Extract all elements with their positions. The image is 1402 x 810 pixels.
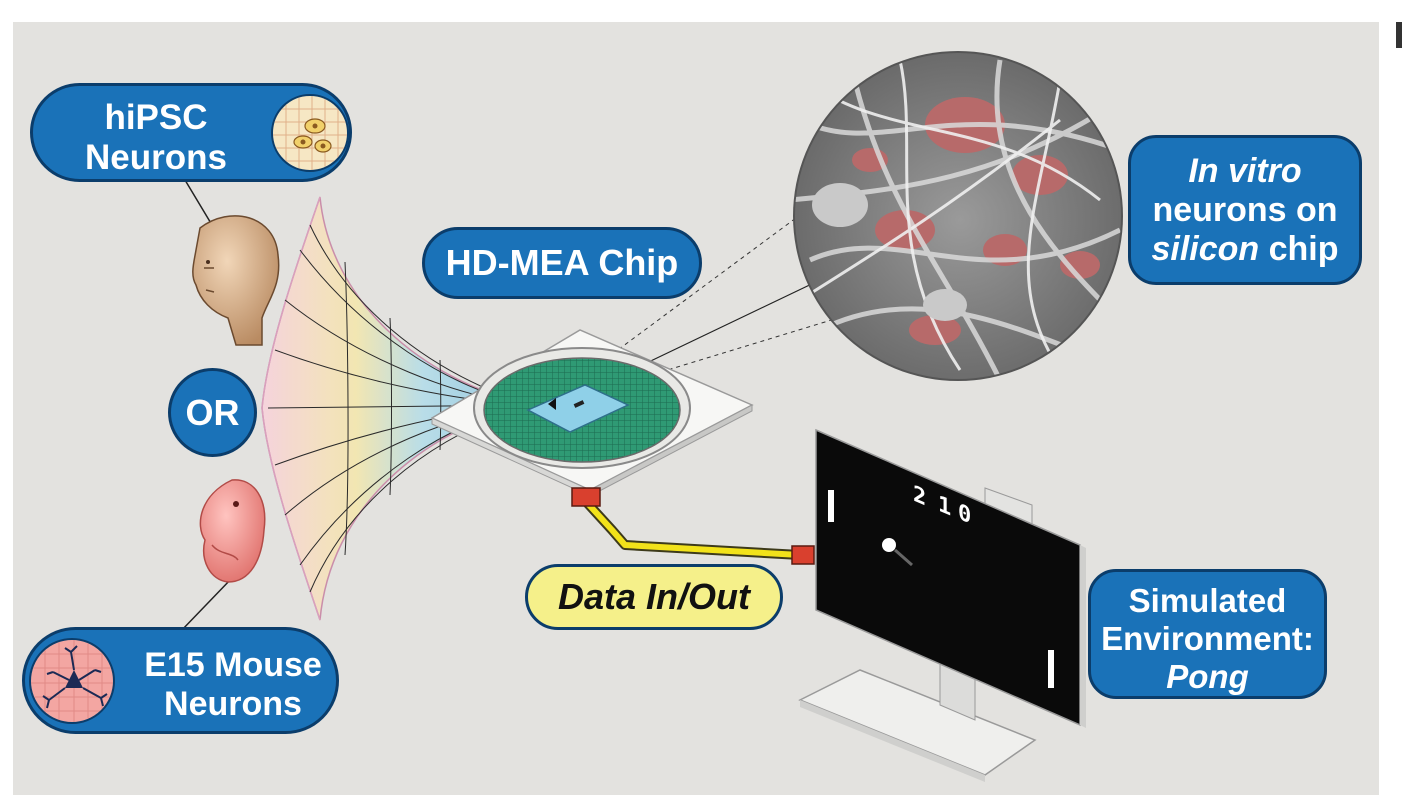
neuron-icon bbox=[29, 638, 115, 724]
invitro-line3: silicon chip bbox=[1131, 230, 1359, 269]
data-in-out-label: Data In/Out bbox=[525, 564, 783, 630]
invitro-line1: In vitro bbox=[1188, 152, 1302, 190]
in-vitro-neurons-label: In vitro neurons on silicon chip bbox=[1128, 135, 1362, 285]
pong-score-left: 2 bbox=[913, 481, 927, 512]
monitor-icon bbox=[798, 428, 1086, 782]
hipsc-connector bbox=[184, 179, 213, 226]
zoom-line bbox=[579, 214, 801, 379]
e15-connector bbox=[179, 577, 233, 633]
cell-culture-icon bbox=[271, 94, 349, 172]
e15-mouse-neurons-label: E15 Mouse Neurons bbox=[22, 627, 339, 734]
hd-mea-chip-label: HD-MEA Chip bbox=[422, 227, 702, 299]
or-label: OR bbox=[168, 368, 257, 457]
mea-chip-icon bbox=[430, 329, 754, 497]
sim-line2: Environment: bbox=[1101, 619, 1314, 657]
mouse-embryo-icon bbox=[199, 479, 266, 583]
sim-line1: Simulated bbox=[1128, 582, 1287, 619]
human-head-icon bbox=[192, 215, 280, 346]
hipsc-line2: Neurons bbox=[85, 138, 227, 178]
corner-mark bbox=[1396, 22, 1402, 48]
pong-score-right: 0 bbox=[958, 499, 972, 530]
hipsc-neurons-label: hiPSC Neurons bbox=[30, 83, 352, 182]
invitro-line2: neurons on bbox=[1152, 191, 1338, 230]
pong-score-mid: 1 bbox=[938, 491, 952, 522]
hipsc-line1: hiPSC bbox=[104, 98, 208, 137]
sim-line3: Pong bbox=[1166, 657, 1249, 695]
simulated-environment-label: Simulated Environment: Pong bbox=[1088, 569, 1327, 699]
funnel-mesh-icon bbox=[261, 196, 531, 621]
invitro-line3-italic: silicon bbox=[1151, 230, 1260, 269]
sem-micrograph-icon bbox=[793, 51, 1123, 381]
data-cable bbox=[571, 487, 815, 565]
invitro-line3-rest: chip bbox=[1259, 230, 1339, 269]
e15-line1: E15 Mouse bbox=[144, 646, 322, 684]
e15-line2: Neurons bbox=[164, 685, 302, 724]
